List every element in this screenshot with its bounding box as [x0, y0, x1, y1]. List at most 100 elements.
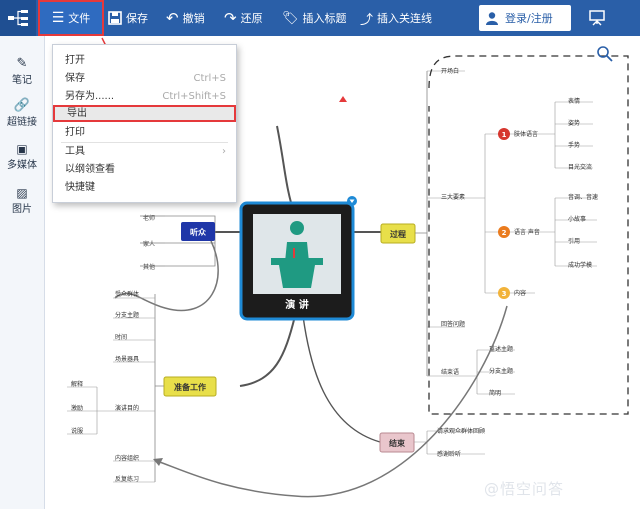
process-item: 结束语 — [441, 368, 459, 376]
voice-item: 音调、音速 — [568, 193, 598, 201]
branch-line — [239, 315, 296, 387]
insert-link-button[interactable]: ⤴ 插入关连线 — [360, 0, 432, 36]
body-item: 目光交流 — [568, 163, 592, 171]
submenu-arrow-icon: › — [222, 146, 226, 157]
process-label: 过程 — [390, 229, 406, 239]
curve-link-icon: ⤴ — [360, 12, 374, 28]
notes-label: 笔记 — [12, 75, 32, 86]
prep-item: 场景器具 — [115, 355, 139, 363]
redo-icon: ↷ — [224, 9, 237, 27]
menu-item-shortcuts[interactable]: 快捷键 — [65, 182, 95, 193]
file-label: 文件 — [68, 12, 91, 25]
tag-icon: 🏷 — [282, 10, 299, 26]
redo-label: 还原 — [240, 12, 263, 25]
app-logo[interactable] — [0, 0, 36, 36]
picture-tool[interactable]: ▨ 图片 — [0, 186, 44, 215]
voice-item: 引用 — [568, 237, 580, 245]
left-rail: ✎ 笔记 🔗 超链接 ▣ 多媒体 ▨ 图片 — [0, 36, 45, 509]
menu-item-export[interactable]: 导出 — [53, 105, 236, 122]
insert-topic-button[interactable]: 🏷 插入标题 — [282, 0, 347, 36]
closing-item: 重述主题 — [489, 345, 513, 353]
relation-line — [156, 305, 508, 498]
login-label: 登录/注册 — [505, 12, 553, 25]
mindmap-canvas[interactable]: 听众 老师 家人 其他 准备工作 受众群体 分支主题 时间 场景器具 演讲目的 … — [45, 36, 640, 509]
closing-item: 简明 — [489, 389, 501, 397]
insert-link-label: 插入关连线 — [377, 12, 433, 25]
login-button[interactable]: 登录/注册 — [479, 5, 571, 31]
process-item: 开场白 — [441, 67, 459, 75]
save-label: 保存 — [126, 12, 148, 25]
element-badge — [498, 287, 510, 299]
prep-node[interactable]: 准备工作 — [163, 376, 217, 397]
notes-tool[interactable]: ✎ 笔记 — [0, 56, 44, 86]
svg-text:3: 3 — [502, 290, 507, 298]
audience-label: 听众 — [190, 227, 207, 237]
insert-topic-label: 插入标题 — [302, 12, 347, 25]
center-node[interactable]: 演 讲 — [239, 196, 357, 321]
end-node[interactable]: 结束 — [379, 432, 415, 453]
svg-text:1: 1 — [502, 131, 507, 139]
zoom-icon[interactable] — [597, 46, 613, 62]
pencil-icon: ✎ — [16, 56, 28, 71]
svg-text:2: 2 — [502, 229, 507, 237]
process-node[interactable]: 过程 — [380, 223, 416, 244]
undo-button[interactable]: ↶ 撤销 — [166, 0, 205, 36]
end-label: 结束 — [389, 438, 406, 448]
audience-item: 家人 — [143, 240, 155, 248]
redo-button[interactable]: ↷ 还原 — [224, 0, 263, 36]
presentation-icon — [589, 10, 605, 26]
audience-item: 其他 — [143, 263, 155, 271]
body-item: 表情 — [568, 97, 580, 105]
save-icon — [108, 11, 122, 25]
element-badge — [498, 226, 510, 238]
menu-item-outline-view[interactable]: 以纲领查看 — [65, 164, 115, 175]
undo-label: 撤销 — [182, 12, 205, 25]
cursor-marker — [339, 96, 347, 102]
picture-label: 图片 — [12, 204, 32, 215]
voice-item: 小故事 — [568, 215, 586, 223]
save-button[interactable]: 保存 — [108, 0, 148, 36]
hyperlink-label: 超链接 — [7, 117, 37, 128]
process-item: 三大要素 — [441, 193, 465, 201]
video-icon: ▣ — [16, 142, 28, 156]
prep-label: 准备工作 — [174, 382, 206, 392]
podium-speaker-icon — [271, 221, 323, 288]
link-icon: 🔗 — [13, 98, 31, 113]
file-menu-button[interactable]: ☰ 文件 — [38, 0, 104, 36]
element-label: 肢体语言 — [514, 130, 538, 138]
closing-item: 分支主题 — [489, 367, 513, 375]
menu-item-tools[interactable]: 工具› — [53, 143, 236, 160]
audience-item: 老师 — [143, 214, 155, 222]
undo-icon: ↶ — [166, 9, 179, 27]
purpose-item: 激励 — [71, 404, 83, 412]
boundary-frame — [428, 55, 629, 415]
prep-item: 内容组织 — [115, 454, 139, 462]
center-label: 演 讲 — [285, 298, 308, 311]
prep-item: 反复练习 — [115, 475, 139, 483]
element-badge — [498, 128, 510, 140]
process-item: 回答问题 — [441, 320, 465, 328]
user-icon — [486, 12, 498, 25]
image-icon: ▨ — [16, 186, 28, 200]
body-item: 姿势 — [568, 119, 580, 127]
toolbar: ☰ 文件 保存 ↶ 撤销 ↷ 还原 🏷 插入标题 ⤴ 插入关连线 登录/注册 — [0, 0, 640, 36]
menu-item-save-as[interactable]: 另存为......Ctrl+Shift+S — [65, 91, 226, 102]
prep-item: 时间 — [115, 333, 127, 341]
mindmap-svg: 听众 老师 家人 其他 准备工作 受众群体 分支主题 时间 场景器具 演讲目的 … — [67, 46, 629, 498]
menu-item-open[interactable]: 打开 — [65, 55, 85, 66]
hamburger-icon: ☰ — [51, 10, 65, 26]
relation-line — [114, 240, 219, 312]
prep-item: 分支主题 — [115, 311, 139, 319]
present-button[interactable] — [584, 0, 610, 36]
end-item: 感谢聆听 — [437, 450, 461, 458]
multimedia-tool[interactable]: ▣ 多媒体 — [0, 142, 44, 171]
watermark: @悟空问答 — [484, 480, 565, 498]
element-label: 内容 — [514, 289, 526, 297]
purpose-item: 说服 — [71, 427, 83, 435]
menu-item-print[interactable]: 打印 — [65, 127, 85, 138]
hyperlink-tool[interactable]: 🔗 超链接 — [0, 98, 44, 128]
audience-node[interactable]: 听众 — [181, 222, 215, 241]
element-label: 语言 声音 — [514, 228, 540, 236]
